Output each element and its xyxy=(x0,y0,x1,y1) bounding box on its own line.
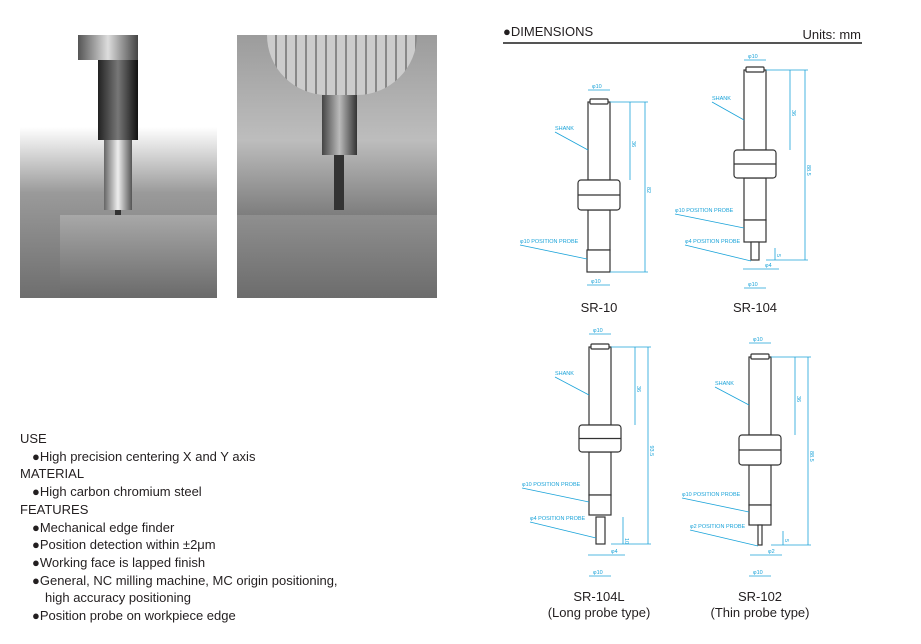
shank-top-chamfer xyxy=(750,353,770,360)
leader-line xyxy=(714,386,750,406)
shank xyxy=(588,346,612,426)
position-probe xyxy=(588,494,612,516)
drawing-sr-102: φ10 φ10 36 88.5 φ2 5 SHANK φ10 POSITION PROBE φ2… xyxy=(681,337,814,577)
position-probe-label: φ10 POSITION PROBE xyxy=(520,239,579,245)
tip-probe-label: φ2 POSITION PROBE xyxy=(690,524,746,530)
dim-bottom-diameter: φ10 xyxy=(593,570,603,576)
position-probe-label: φ10 POSITION PROBE xyxy=(682,492,741,498)
leader-line xyxy=(521,487,590,503)
feature-item-continued: high accuracy positioning xyxy=(45,590,191,606)
tip-probe xyxy=(750,241,760,261)
dim-tip-diameter: φ4 xyxy=(765,263,772,269)
leader-line xyxy=(519,244,588,260)
lower-shank xyxy=(587,209,611,251)
shank-label: SHANK xyxy=(712,96,731,102)
shank-top-chamfer xyxy=(745,66,765,73)
spec-list: USE ●High precision centering X and Y ax… xyxy=(20,430,338,625)
dim-shank-length: 36 xyxy=(795,396,801,402)
tip-probe-label: φ4 POSITION PROBE xyxy=(685,239,741,245)
material-heading: MATERIAL xyxy=(20,466,85,482)
leader-line xyxy=(554,376,590,396)
use-item: ●High precision centering X and Y axis xyxy=(32,448,256,464)
model-label-sr-104l: SR-104L xyxy=(573,589,625,604)
feature-item: ●Mechanical edge finder xyxy=(32,519,175,535)
dim-tip-length: 10 xyxy=(623,538,629,544)
dim-shank-length: 36 xyxy=(635,386,641,392)
dimensions-heading: ●DIMENSIONS xyxy=(503,24,594,39)
dim-shank-length: 36 xyxy=(630,141,636,147)
leader-line xyxy=(689,529,759,547)
features-heading: FEATURES xyxy=(20,501,89,517)
header-divider xyxy=(503,42,862,44)
tip-probe xyxy=(595,516,606,545)
drawing-sr-104l: φ10 φ10 36 93.5 φ4 10 SHANK φ10 POSITION PROBE φ… xyxy=(521,328,654,577)
shank-label: SHANK xyxy=(555,371,574,377)
leader-line xyxy=(711,101,745,121)
shank-label: SHANK xyxy=(715,381,734,387)
leader-line xyxy=(554,131,589,151)
feature-item: ●General, NC milling machine, MC origin … xyxy=(32,572,338,588)
feature-item: ●Position probe on workpiece edge xyxy=(32,608,236,624)
shank xyxy=(748,356,772,436)
model-label-sr-10: SR-10 xyxy=(580,300,618,315)
dim-total-length: 88.5 xyxy=(805,165,811,176)
model-label-sr-102: SR-102 xyxy=(737,589,783,604)
dim-top-diameter: φ10 xyxy=(593,328,603,334)
leader-line xyxy=(529,521,597,539)
position-probe-label: φ10 POSITION PROBE xyxy=(675,208,734,214)
dim-tip-length: 5 xyxy=(775,254,781,257)
model-label-sr-104: SR-104 xyxy=(732,300,778,315)
shank-label: SHANK xyxy=(555,126,574,132)
lower-shank xyxy=(588,451,612,496)
position-probe-label: φ10 POSITION PROBE xyxy=(522,482,581,488)
position-probe xyxy=(748,504,772,526)
leader-line xyxy=(684,244,752,262)
lower-shank xyxy=(743,177,767,221)
use-heading: USE xyxy=(20,431,47,446)
dim-top-diameter: φ10 xyxy=(592,84,602,90)
drawing-sr-10: φ10 φ10 36 82 SHANK φ10 POSITION PROBE xyxy=(519,84,651,286)
dim-top-diameter: φ10 xyxy=(748,54,758,60)
tip-probe-label: φ4 POSITION PROBE xyxy=(530,516,586,522)
shank xyxy=(587,101,611,181)
leader-line xyxy=(674,213,745,229)
tip-probe xyxy=(757,524,763,546)
feature-item: ●Working face is lapped finish xyxy=(32,554,206,570)
dim-tip-length: 5 xyxy=(783,539,789,542)
lower-shank xyxy=(748,464,772,506)
dim-total-length: 88.5 xyxy=(808,451,814,462)
dim-total-length: 93.5 xyxy=(648,446,654,457)
position-probe xyxy=(743,219,767,243)
shank-top-chamfer xyxy=(589,98,609,105)
units-label: Units: mm xyxy=(802,27,862,42)
dim-bottom-diameter: φ10 xyxy=(753,570,763,576)
dim-total-length: 82 xyxy=(645,187,651,193)
dim-bottom-diameter: φ10 xyxy=(591,279,601,285)
model-subtitle-sr-104l: (Long probe type) xyxy=(547,605,651,620)
dim-tip-diameter: φ2 xyxy=(768,549,775,555)
dim-tip-diameter: φ4 xyxy=(611,549,618,555)
feature-item: ●Position detection within ±2μm xyxy=(32,537,216,553)
photo-edge-finder-chuck xyxy=(237,35,437,298)
dim-shank-length: 36 xyxy=(790,110,796,116)
position-probe xyxy=(586,249,611,273)
photo-edge-finder-workpiece xyxy=(20,35,217,298)
shank xyxy=(743,69,767,151)
leader-line xyxy=(681,497,750,513)
dim-bottom-diameter: φ10 xyxy=(748,282,758,288)
shank-top-chamfer xyxy=(590,343,610,350)
model-subtitle-sr-102: (Thin probe type) xyxy=(710,605,810,620)
material-item: ●High carbon chromium steel xyxy=(32,484,202,500)
dim-top-diameter: φ10 xyxy=(753,337,763,343)
drawing-sr-104: φ10 φ10 36 88.5 φ4 5 SHANK φ10 POSITION PROBE φ4… xyxy=(674,54,811,289)
